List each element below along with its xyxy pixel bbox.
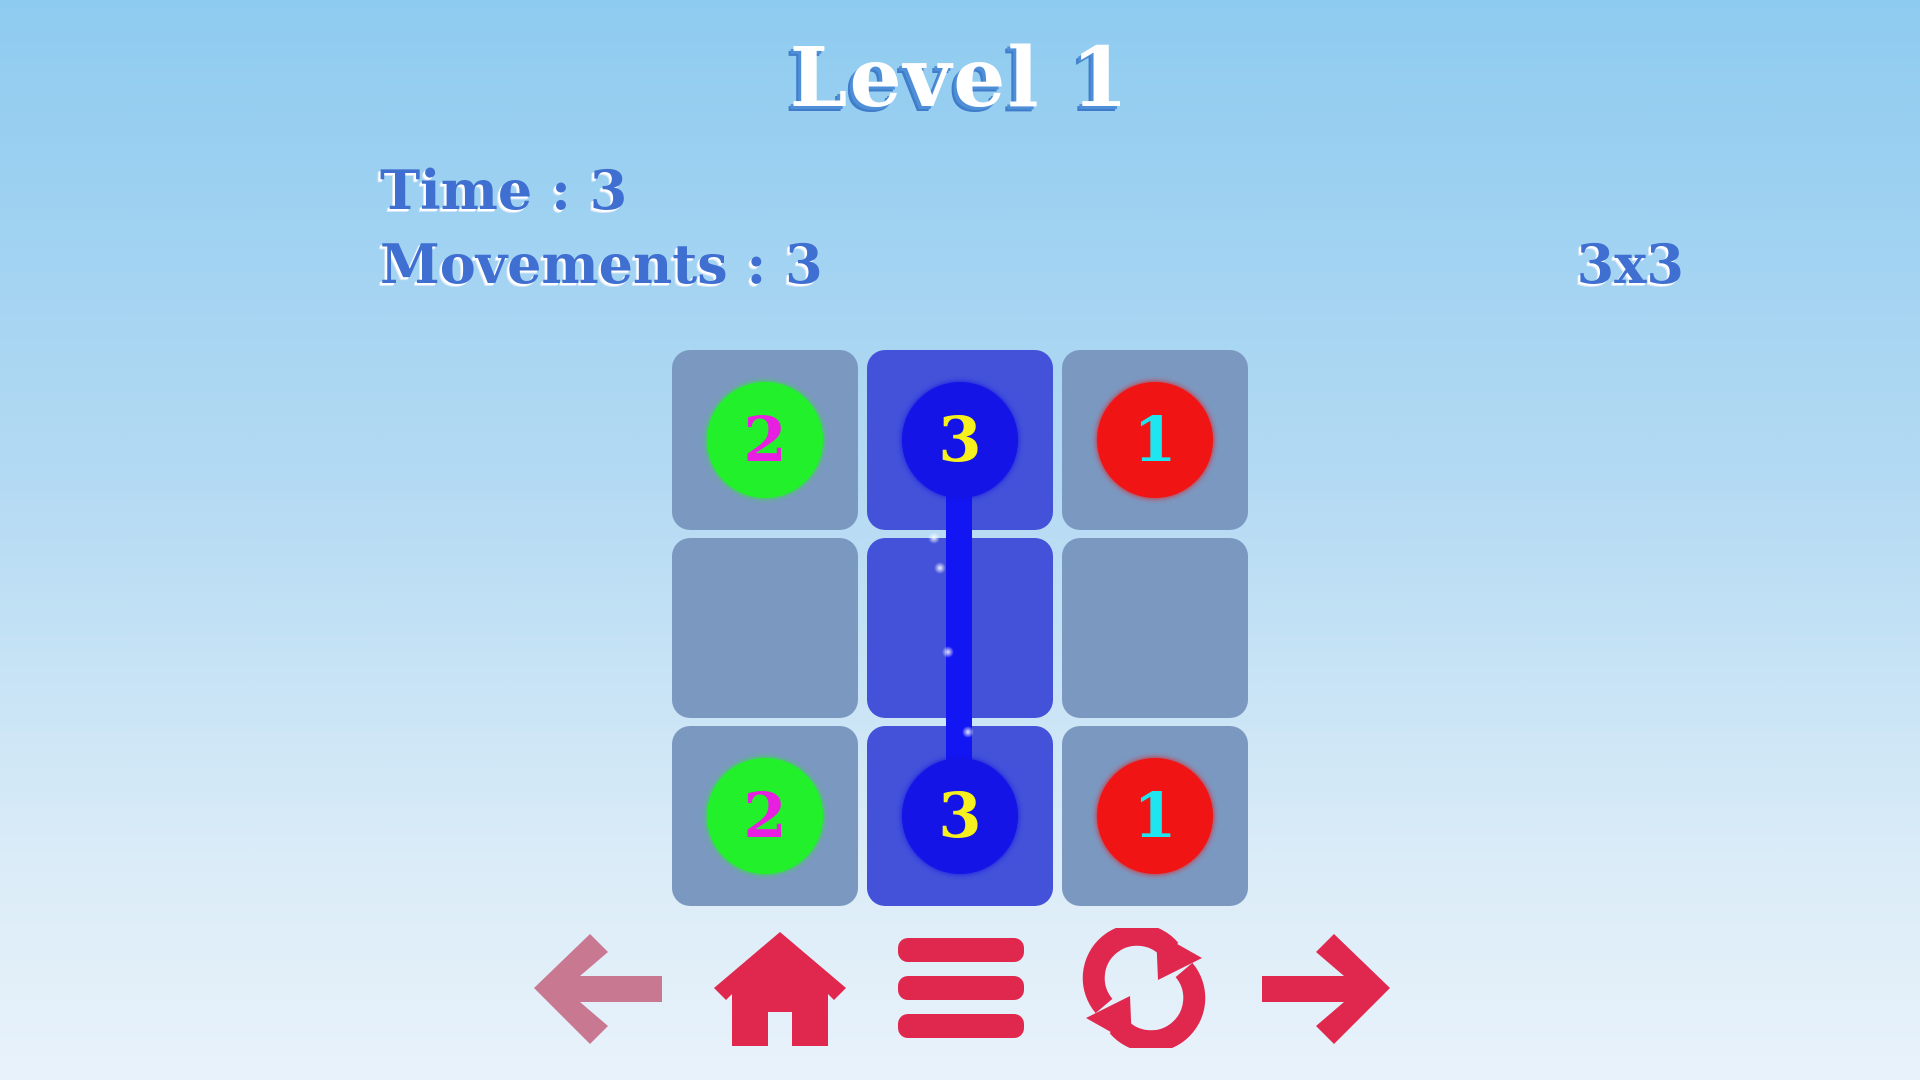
restart-icon — [1082, 928, 1206, 1048]
dot-number: 1 — [1133, 779, 1177, 852]
back-button[interactable] — [528, 928, 668, 1048]
control-bar — [0, 928, 1920, 1048]
movements-counter: Movements : 3 — [380, 232, 823, 296]
number-dot[interactable]: 3 — [902, 758, 1018, 874]
menu-icon — [898, 938, 1024, 1038]
grid-size-label: 3x3 — [1576, 232, 1684, 296]
time-counter: Time : 3 — [380, 158, 628, 222]
sparkle — [928, 532, 940, 544]
number-dot[interactable]: 1 — [1097, 382, 1213, 498]
dot-number: 3 — [938, 779, 982, 852]
number-dot[interactable]: 2 — [707, 382, 823, 498]
level-title: Level 1 — [789, 30, 1131, 126]
path-connector — [946, 470, 972, 800]
home-icon — [714, 932, 846, 1046]
board-cell-1-0[interactable] — [672, 538, 858, 718]
dot-number: 2 — [743, 779, 787, 852]
board-cell-0-2[interactable]: 1 — [1062, 350, 1248, 530]
back-arrow-icon — [534, 934, 662, 1044]
board-cell-2-0[interactable]: 2 — [672, 726, 858, 906]
dot-number: 1 — [1133, 403, 1177, 476]
number-dot[interactable]: 3 — [902, 382, 1018, 498]
sparkle — [942, 646, 954, 658]
home-button[interactable] — [710, 928, 850, 1048]
board-cell-0-0[interactable]: 2 — [672, 350, 858, 530]
forward-button[interactable] — [1256, 928, 1396, 1048]
menu-button[interactable] — [892, 928, 1032, 1048]
sparkle — [962, 726, 974, 738]
number-dot[interactable]: 2 — [707, 758, 823, 874]
forward-arrow-icon — [1262, 934, 1390, 1044]
game-board: 2 3 1 2 3 1 — [672, 350, 1248, 906]
number-dot[interactable]: 1 — [1097, 758, 1213, 874]
dot-number: 3 — [938, 403, 982, 476]
sparkle — [934, 562, 946, 574]
dot-number: 2 — [743, 403, 787, 476]
board-cell-1-2[interactable] — [1062, 538, 1248, 718]
restart-button[interactable] — [1074, 928, 1214, 1048]
board-cell-2-2[interactable]: 1 — [1062, 726, 1248, 906]
